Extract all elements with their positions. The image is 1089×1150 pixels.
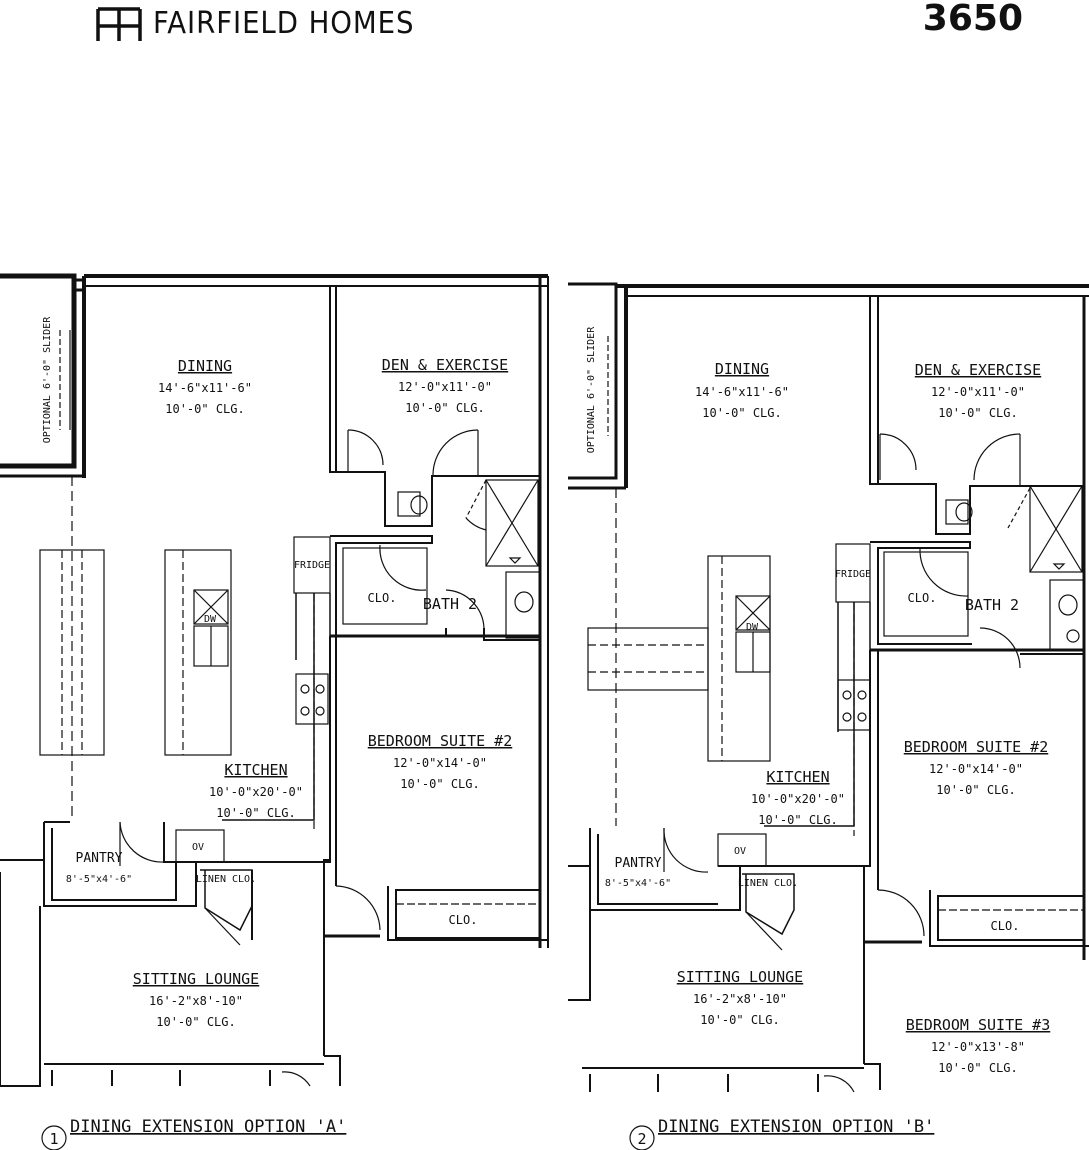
- lounge-size-a: 16'-2"x8'-10": [149, 994, 243, 1008]
- slider-label-b: OPTIONAL 6'-0" SLIDER: [586, 326, 597, 453]
- kitchen-name-b: KITCHEN: [766, 768, 829, 786]
- lounge-size-b: 16'-2"x8'-10": [693, 992, 787, 1006]
- fairfield-logo-icon: [96, 7, 142, 41]
- pantry-size-b: 8'-5"x4'-6": [605, 878, 671, 889]
- dining-ceiling-a: 10'-0" CLG.: [165, 402, 244, 416]
- lounge-name-a: SITTING LOUNGE: [133, 970, 259, 988]
- bedroom2-ceiling-a: 10'-0" CLG.: [400, 777, 479, 791]
- dining-ceiling-b: 10'-0" CLG.: [702, 406, 781, 420]
- option-a-circle: [41, 1125, 67, 1150]
- kitchen-size-a: 10'-0"x20'-0": [209, 785, 303, 799]
- lounge-name-b: SITTING LOUNGE: [677, 968, 803, 986]
- oven-b: OV: [734, 846, 746, 857]
- brand-name: FAIRFIELD HOMES: [153, 5, 415, 41]
- brand-header: FAIRFIELD HOMES: [95, 4, 437, 42]
- den-ceiling-a: 10'-0" CLG.: [405, 401, 484, 415]
- bedroom-closet-a: CLO.: [449, 913, 478, 927]
- den-name-a: DEN & EXERCISE: [382, 356, 508, 374]
- kitchen-ceiling-a: 10'-0" CLG.: [216, 806, 295, 820]
- closet-a: CLO.: [368, 591, 397, 605]
- lounge-ceiling-b: 10'-0" CLG.: [700, 1013, 779, 1027]
- plan-option-a: [0, 273, 549, 1087]
- oven-a: OV: [192, 842, 204, 853]
- bath-name-a: BATH 2: [423, 595, 477, 613]
- labels-option-b: OPTIONAL 6'-0" SLIDER DINING 14'-6"x11'-…: [586, 326, 1050, 1075]
- pantry-name-a: PANTRY: [76, 851, 123, 866]
- pantry-size-a: 8'-5"x4'-6": [66, 874, 132, 885]
- bedroom2-ceiling-b: 10'-0" CLG.: [936, 783, 1015, 797]
- den-size-a: 12'-0"x11'-0": [398, 380, 492, 394]
- dishwasher-b: DW: [746, 622, 759, 633]
- lounge-ceiling-a: 10'-0" CLG.: [156, 1015, 235, 1029]
- fridge-b: FRIDGE: [835, 569, 871, 580]
- linen-a: LINEN CLO.: [196, 874, 256, 885]
- dining-name-a: DINING: [178, 357, 232, 375]
- closet-b: CLO.: [908, 591, 937, 605]
- plan-option-b: [568, 282, 1089, 1093]
- captions: 1 DINING EXTENSION OPTION 'A' 2 DINING E…: [41, 1117, 934, 1150]
- bedroom2-name-b: BEDROOM SUITE #2: [904, 738, 1049, 756]
- option-a-number: 1: [49, 1130, 58, 1148]
- kitchen-ceiling-b: 10'-0" CLG.: [758, 813, 837, 827]
- bedroom2-name-a: BEDROOM SUITE #2: [368, 732, 513, 750]
- dining-name-b: DINING: [715, 360, 769, 378]
- plan-number: 3650: [922, 0, 1023, 39]
- bedroom3-size-b: 12'-0"x13'-8": [931, 1040, 1025, 1054]
- kitchen-size-b: 10'-0"x20'-0": [751, 792, 845, 806]
- bath-name-b: BATH 2: [965, 596, 1019, 614]
- bedroom3-ceiling-b: 10'-0" CLG.: [938, 1061, 1017, 1075]
- labels-option-a: OPTIONAL 6'-0" SLIDER DINING 14'-6"x11'-…: [42, 316, 512, 1029]
- dishwasher-a: DW: [204, 614, 217, 625]
- bedroom-closet-b: CLO.: [991, 919, 1020, 933]
- option-b-number: 2: [637, 1130, 646, 1148]
- dining-size-b: 14'-6"x11'-6": [695, 385, 789, 399]
- pantry-name-b: PANTRY: [615, 856, 662, 871]
- kitchen-name-a: KITCHEN: [224, 761, 287, 779]
- option-b-circle: [629, 1125, 655, 1150]
- den-ceiling-b: 10'-0" CLG.: [938, 406, 1017, 420]
- bedroom2-size-a: 12'-0"x14'-0": [393, 756, 487, 770]
- option-b-caption: DINING EXTENSION OPTION 'B': [658, 1117, 934, 1137]
- den-name-b: DEN & EXERCISE: [915, 361, 1041, 379]
- dining-size-a: 14'-6"x11'-6": [158, 381, 252, 395]
- bedroom2-size-b: 12'-0"x14'-0": [929, 762, 1023, 776]
- fridge-a: FRIDGE: [294, 560, 330, 571]
- bedroom3-name-b: BEDROOM SUITE #3: [906, 1016, 1051, 1034]
- linen-b: LINEN CLO.: [738, 878, 798, 889]
- option-a-caption: DINING EXTENSION OPTION 'A': [70, 1117, 346, 1137]
- den-size-b: 12'-0"x11'-0": [931, 385, 1025, 399]
- slider-label-a: OPTIONAL 6'-0" SLIDER: [42, 316, 53, 443]
